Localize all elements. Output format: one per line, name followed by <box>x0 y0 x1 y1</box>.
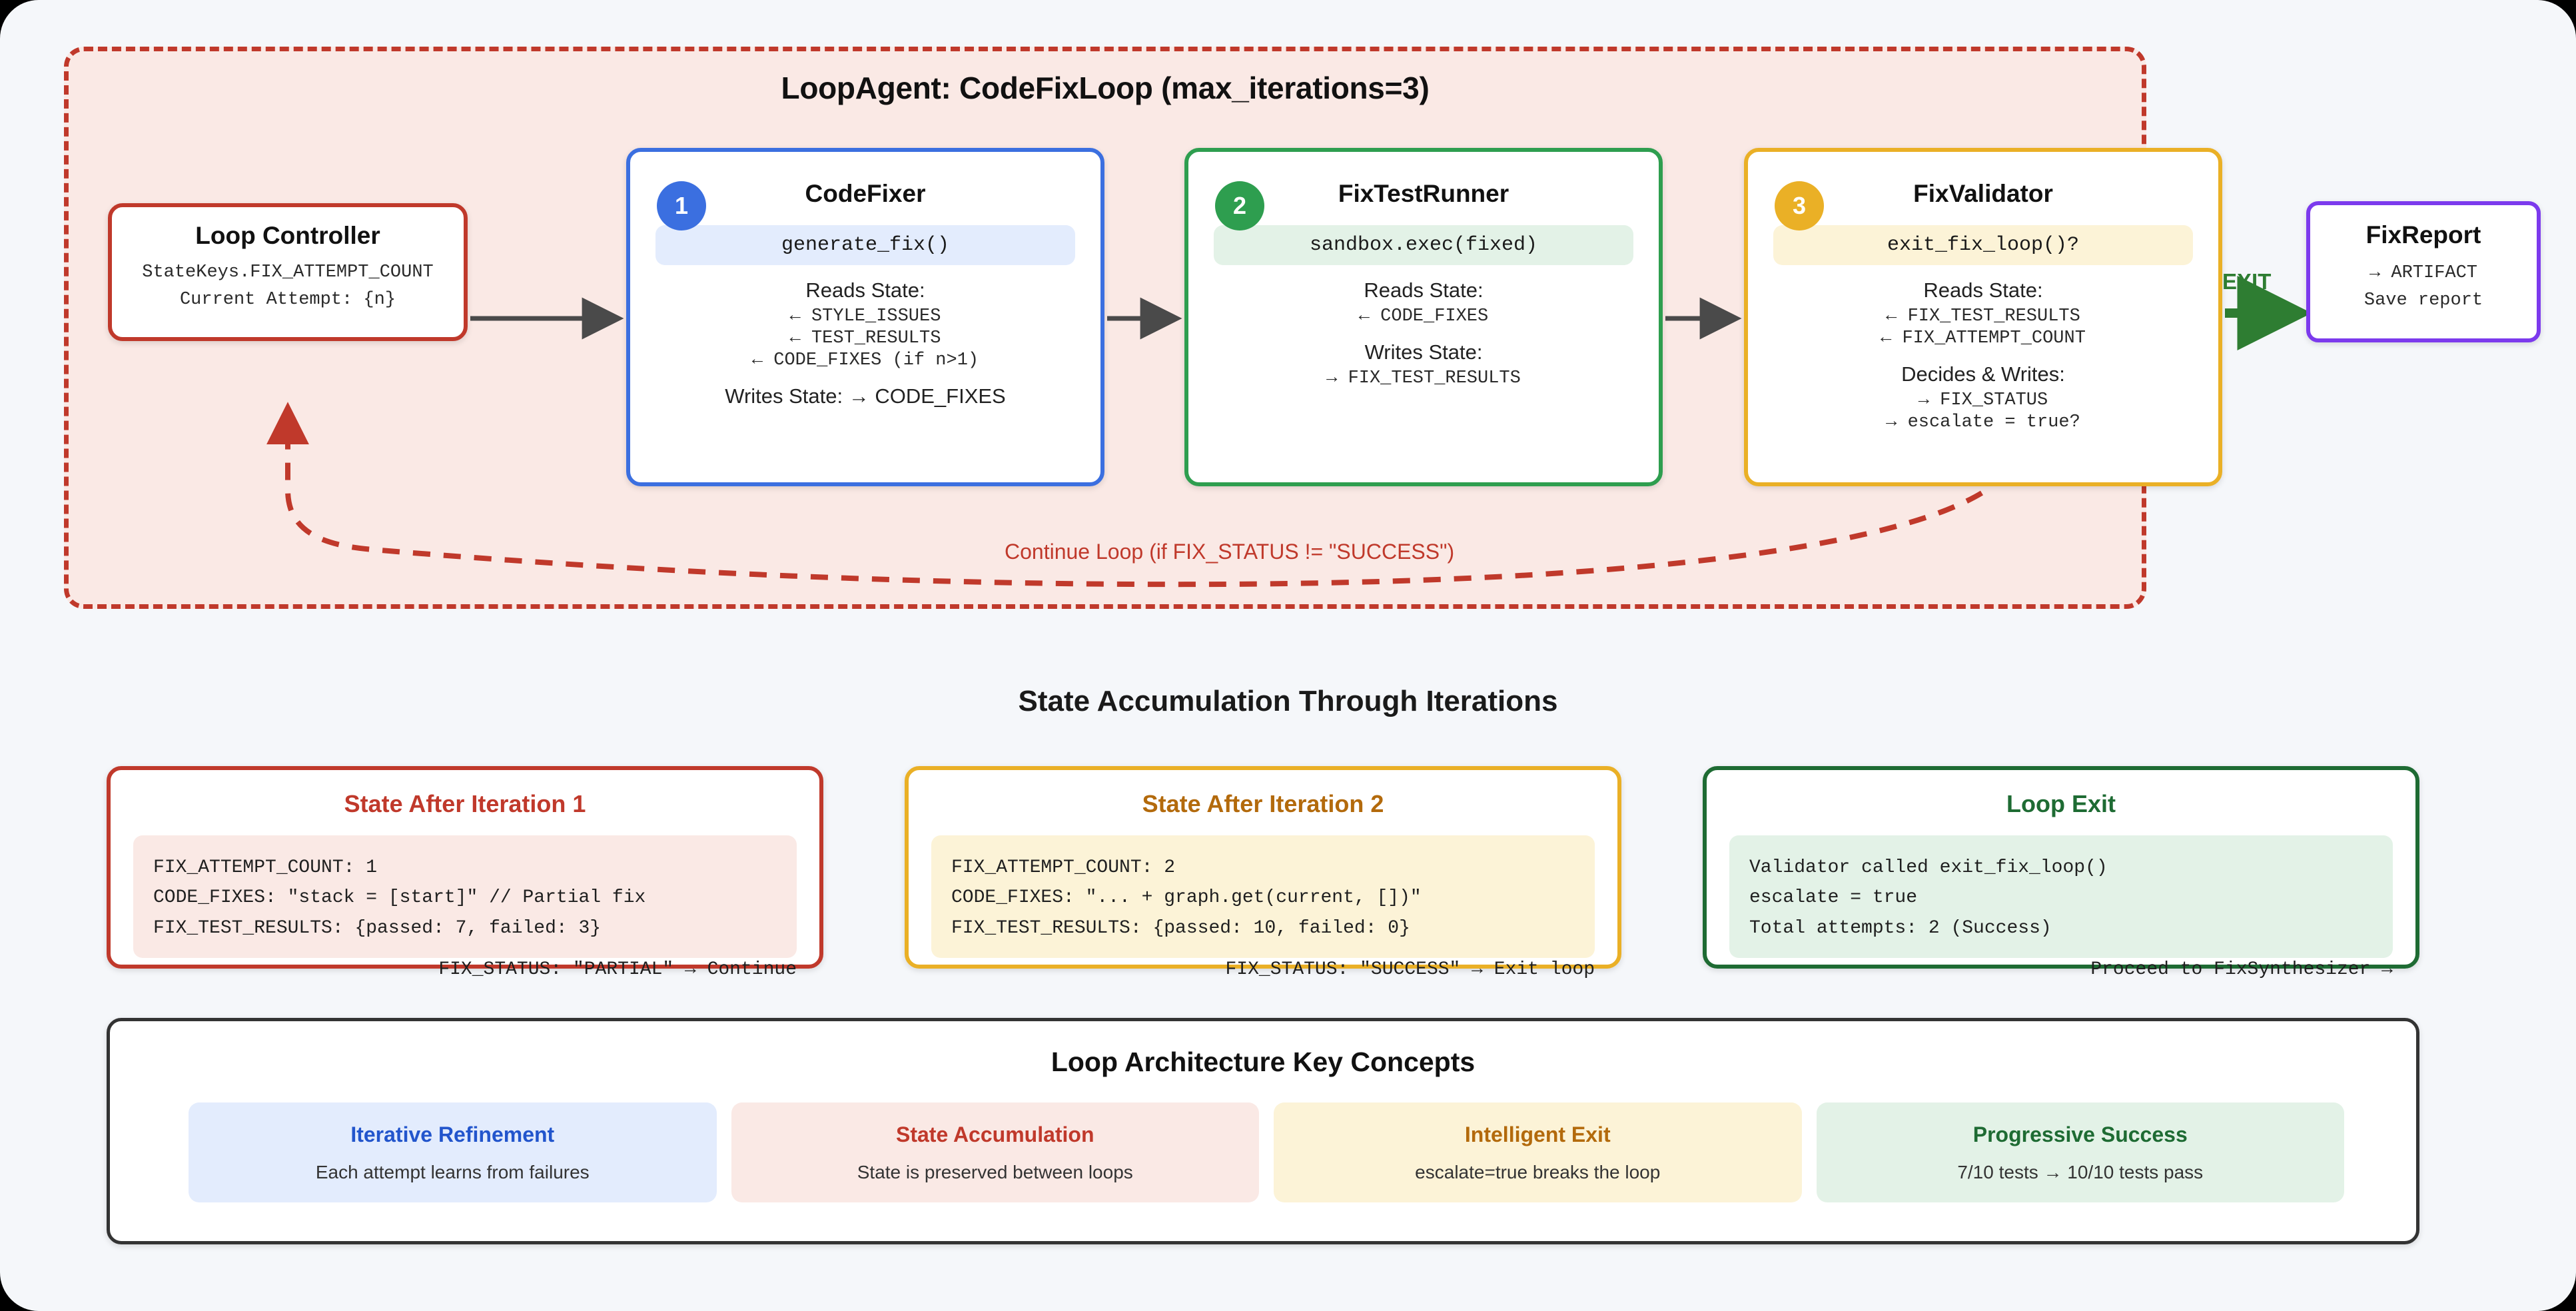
node-fixvalidator-read-0: ← FIX_TEST_RESULTS <box>1886 306 2080 326</box>
concept-card-intelligent-exit[interactable]: Intelligent Exit escalate=true breaks th… <box>1274 1102 1802 1202</box>
state-card-1-line-0: FIX_ATTEMPT_COUNT: 1 <box>153 857 378 878</box>
state-card-3-code: Validator called exit_fix_loop() escalat… <box>1729 835 2393 959</box>
node-codefixer-writes-0: Writes State: → CODE_FIXES <box>725 384 1006 408</box>
spacer <box>630 372 1100 384</box>
concept-card-state-accumulation[interactable]: State Accumulation State is preserved be… <box>731 1102 1259 1202</box>
state-card-1-line-2: FIX_TEST_RESULTS: {passed: 7, failed: 3} <box>153 917 602 939</box>
exit-label: EXIT <box>2222 269 2272 294</box>
spacer <box>1188 328 1659 340</box>
state-card-3-line-1: escalate = true <box>1749 887 1918 909</box>
state-card-loop-exit[interactable]: Loop Exit Validator called exit_fix_loop… <box>1703 766 2419 980</box>
node-fixreport-artifact: → ARTIFACT <box>2369 263 2478 283</box>
key-concepts-panel: Loop Architecture Key Concepts Iterative… <box>107 1018 2419 1244</box>
node-codefixer-method: generate_fix() <box>655 225 1075 265</box>
state-card-iteration-1[interactable]: State After Iteration 1 FIX_ATTEMPT_COUN… <box>107 766 823 980</box>
node-fixtestrunner-read-0: ← CODE_FIXES <box>1358 306 1489 326</box>
concept-2-sub: escalate=true breaks the loop <box>1415 1161 1661 1182</box>
node-fixtestrunner-write-0: → FIX_TEST_RESULTS <box>1326 368 1521 388</box>
loop-agent-title: LoopAgent: CodeFixLoop (max_iterations=3… <box>781 71 1430 105</box>
loop-controller-node[interactable]: Loop Controller StateKeys.FIX_ATTEMPT_CO… <box>108 203 468 341</box>
concept-0-title: Iterative Refinement <box>350 1122 555 1146</box>
key-concepts-heading: Loop Architecture Key Concepts <box>1051 1047 1476 1077</box>
node-fixreport[interactable]: FixReport → ARTIFACT Save report <box>2306 201 2541 342</box>
state-section-heading: State Accumulation Through Iterations <box>1018 685 1558 717</box>
node-fixtestrunner-reads-label: Reads State: <box>1364 278 1484 302</box>
concept-2-title: Intelligent Exit <box>1464 1122 1611 1146</box>
node-codefixer-read-2: ← CODE_FIXES (if n>1) <box>751 350 979 370</box>
state-card-3-line-2: Total attempts: 2 (Success) <box>1749 917 2052 939</box>
state-card-3-line-0: Validator called exit_fix_loop() <box>1749 857 2108 878</box>
spacer <box>1748 350 2218 362</box>
key-concepts-row: Iterative Refinement Each attempt learns… <box>189 1102 2344 1202</box>
node-fixvalidator-write-1: → escalate = true? <box>1886 412 2080 432</box>
loop-controller-title: Loop Controller <box>195 222 380 249</box>
concept-card-progressive-success[interactable]: Progressive Success 7/10 tests → 10/10 t… <box>1816 1102 2344 1202</box>
node-fixvalidator-title: FixValidator <box>1913 180 2053 207</box>
node-fixvalidator-writes-label: Decides & Writes: <box>1901 362 2065 386</box>
node-fixtestrunner[interactable]: 2 FixTestRunner sandbox.exec(fixed) Read… <box>1184 148 1663 486</box>
concept-card-iterative-refinement[interactable]: Iterative Refinement Each attempt learns… <box>189 1102 717 1202</box>
node-fixvalidator[interactable]: 3 FixValidator exit_fix_loop()? Reads St… <box>1744 148 2222 486</box>
state-card-2-line-0: FIX_ATTEMPT_COUNT: 2 <box>951 857 1176 878</box>
state-card-2-line-2: FIX_TEST_RESULTS: {passed: 10, failed: 0… <box>951 917 1410 939</box>
state-card-iteration-2[interactable]: State After Iteration 2 FIX_ATTEMPT_COUN… <box>905 766 1621 980</box>
node-fixvalidator-write-0: → FIX_STATUS <box>1918 390 2048 410</box>
state-card-1-title: State After Iteration 1 <box>344 790 586 817</box>
state-card-2-code: FIX_ATTEMPT_COUNT: 2 CODE_FIXES: "... + … <box>931 835 1595 959</box>
state-card-2-title: State After Iteration 2 <box>1142 790 1384 817</box>
node-fixvalidator-read-1: ← FIX_ATTEMPT_COUNT <box>1881 328 2086 348</box>
node-codefixer-title: CodeFixer <box>805 180 926 207</box>
node-codefixer-reads-label: Reads State: <box>805 278 925 302</box>
concept-1-title: State Accumulation <box>895 1122 1094 1146</box>
arrow-continue-loop <box>266 402 1984 588</box>
state-card-3-footer: Proceed to FixSynthesizer → <box>2090 959 2393 981</box>
node-codefixer[interactable]: 1 CodeFixer generate_fix() Reads State: … <box>626 148 1104 486</box>
node-fixreport-save: Save report <box>2363 290 2483 310</box>
state-card-3-title: Loop Exit <box>2006 790 2116 817</box>
node-codefixer-read-1: ← TEST_RESULTS <box>789 328 941 348</box>
node-codefixer-read-0: ← STYLE_ISSUES <box>789 306 941 326</box>
state-card-2-footer: FIX_STATUS: "SUCCESS" → Exit loop <box>1225 959 1595 981</box>
continue-loop-label: Continue Loop (if FIX_STATUS != "SUCCESS… <box>1005 540 1455 564</box>
state-card-1-footer: FIX_STATUS: "PARTIAL" → Continue <box>438 959 797 981</box>
loop-controller-state-key: StateKeys.FIX_ATTEMPT_COUNT <box>142 262 434 282</box>
state-card-1-line-1: CODE_FIXES: "stack = [start]" // Partial… <box>153 887 646 909</box>
step-badge-1: 1 <box>657 181 706 230</box>
node-fixvalidator-method: exit_fix_loop()? <box>1773 225 2193 265</box>
loop-controller-current-attempt: Current Attempt: {n} <box>179 289 396 310</box>
state-card-2-line-1: CODE_FIXES: "... + graph.get(current, []… <box>951 887 1422 909</box>
node-fixtestrunner-title: FixTestRunner <box>1338 180 1509 207</box>
concept-1-sub: State is preserved between loops <box>857 1161 1133 1182</box>
step-badge-2: 2 <box>1215 181 1264 230</box>
node-fixvalidator-reads-label: Reads State: <box>1923 278 2043 302</box>
node-fixtestrunner-writes-label: Writes State: <box>1364 340 1483 364</box>
state-card-1-code: FIX_ATTEMPT_COUNT: 1 CODE_FIXES: "stack … <box>133 835 797 959</box>
node-fixtestrunner-method: sandbox.exec(fixed) <box>1214 225 1633 265</box>
step-badge-3: 3 <box>1775 181 1824 230</box>
concept-0-sub: Each attempt learns from failures <box>315 1161 590 1182</box>
concept-3-sub: 7/10 tests → 10/10 tests pass <box>1957 1161 2204 1182</box>
node-fixreport-title: FixReport <box>2365 221 2481 248</box>
concept-3-title: Progressive Success <box>1972 1122 2188 1146</box>
